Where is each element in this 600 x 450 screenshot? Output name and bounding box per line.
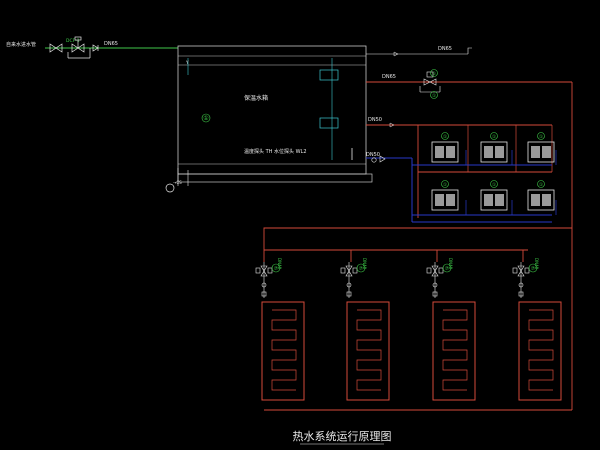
heat-pump-tag: ① — [443, 182, 447, 188]
radiator-valve-icon — [255, 262, 273, 298]
radiator-tag: ⑦ — [359, 266, 364, 272]
heat-pump-unit-3: ① — [527, 132, 555, 163]
svg-text:→CS: →CS — [173, 180, 182, 185]
radiator-header — [263, 227, 573, 411]
mid-dn65-label: DN65 — [382, 74, 396, 80]
svg-text:①: ① — [432, 71, 436, 77]
return-dn50-label: DN50 — [366, 152, 380, 158]
heat-pump-tag: ① — [492, 134, 496, 140]
radiator-body — [518, 301, 562, 401]
top-dn65-label: DN65 — [438, 46, 452, 52]
heat-pump-tag: ① — [539, 134, 543, 140]
top-line-group: DN65 — [366, 46, 472, 57]
dn50-return-group: DN50 — [366, 150, 557, 223]
inlet-gate-valve-icon — [49, 43, 63, 53]
heat-pump-unit-6: ① — [527, 180, 555, 211]
radiator-valve-label: DN40 — [362, 258, 367, 270]
inlet-pipe-group: 自来水进水管 DN65 DCF-1 — [6, 36, 178, 59]
radiator-body — [261, 301, 305, 401]
diagram-title: 热水系统运行原理图 — [293, 430, 392, 443]
radiator-array: ⑦ DN40 ⑦ DN40 — [255, 258, 562, 401]
heat-pump-tag: ① — [443, 134, 447, 140]
dn50-supply-group: DN50 — [366, 117, 553, 218]
tank-sensor-bottom-icon — [319, 117, 339, 129]
dn65-valve-assembly-icon — [419, 71, 441, 93]
svg-text:①: ① — [432, 93, 436, 99]
radiator-unit-1: ⑦ DN40 — [255, 258, 305, 401]
tank-label: 保温水箱 — [244, 94, 268, 102]
storage-tank: Y 保温水箱 温度探头 TH 水位探头 WL2 ① →CS — [165, 45, 373, 193]
drain-pump-icon — [165, 183, 175, 193]
radiator-unit-4: ⑦ DN40 — [512, 258, 562, 401]
heat-pump-unit-5: ① — [480, 180, 508, 211]
heat-pump-unit-2: ① — [480, 132, 508, 163]
heat-pump-tag: ① — [539, 182, 543, 188]
radiator-unit-2: ⑦ DN40 — [340, 258, 390, 401]
inlet-check-valve-icon — [92, 44, 99, 52]
svg-text:Y: Y — [185, 60, 189, 65]
radiator-valve-label: DN40 — [534, 258, 539, 270]
dn65-hot-line-group: DN65 ① ① — [366, 69, 573, 228]
radiator-valve-label: DN40 — [277, 258, 282, 270]
tank-note: 温度探头 TH 水位探头 WL2 — [244, 148, 307, 155]
radiator-tag: ⑦ — [274, 266, 279, 272]
radiator-valve-label: DN40 — [448, 258, 453, 270]
heat-pump-grid: ① ① ① ① ① ① — [431, 132, 555, 211]
inlet-dn-label: DN65 — [104, 41, 118, 47]
inlet-valve-tag: DCF-1 — [66, 38, 80, 44]
radiator-tag: ⑦ — [531, 266, 536, 272]
inlet-control-valve-icon — [67, 36, 91, 59]
radiator-valve-icon — [340, 262, 358, 298]
inlet-label: 自来水进水管 — [6, 41, 36, 48]
tank-tag: ① — [203, 115, 208, 122]
radiator-body — [432, 301, 476, 401]
radiator-tag: ⑦ — [445, 266, 450, 272]
supply-dn50-label: DN50 — [368, 117, 382, 123]
radiator-body — [346, 301, 390, 401]
radiator-unit-3: ⑦ DN40 — [426, 258, 476, 401]
radiator-valve-icon — [512, 262, 530, 298]
heat-pump-unit-4: ① — [431, 180, 459, 211]
radiator-valve-icon — [426, 262, 444, 298]
tank-sensor-top-icon — [319, 69, 339, 81]
return-valve-icon — [371, 155, 386, 163]
heat-pump-unit-1: ① — [431, 132, 459, 163]
heat-pump-tag: ① — [492, 182, 496, 188]
